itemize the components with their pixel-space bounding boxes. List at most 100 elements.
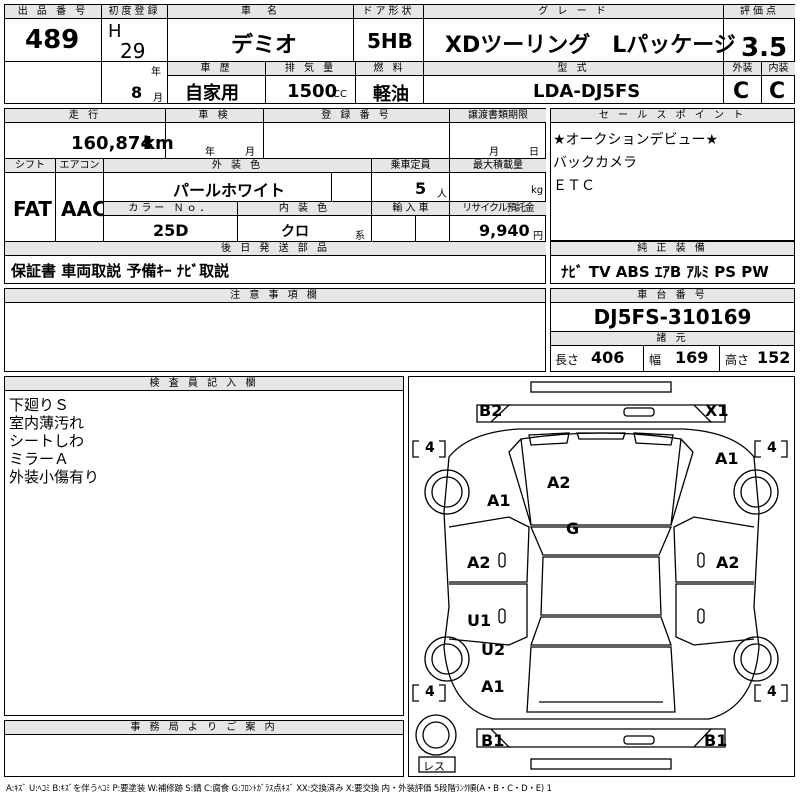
yen-unit: 円 <box>533 231 543 242</box>
exterior-header: 外装 <box>724 62 761 76</box>
model-value: LDA-DJ5FS <box>533 81 641 102</box>
month-unit: 月 <box>153 93 163 104</box>
inspection-header: 車 検 <box>166 109 263 123</box>
col-separator <box>355 62 356 103</box>
car-name: デミオ <box>231 33 298 58</box>
damage-legend: A:ｷｽﾞ U:ﾍｺﾐ B:ｷｽﾞを伴うﾍｺﾐ P:要塗装 W:補修跡 S:錆 … <box>6 784 552 794</box>
transfer-month: 月 <box>489 147 499 158</box>
capacity-header: 乗車定員 <box>372 159 449 173</box>
mark-right-front-door: A2 <box>716 553 740 572</box>
import-header: 輸 入 車 <box>372 202 449 216</box>
specs-header: 諸 元 <box>551 331 794 346</box>
sales-points-header: セ ー ル ス ポ イ ン ト <box>551 109 794 123</box>
height-label: 高さ <box>725 353 750 367</box>
transfer-day: 日 <box>529 147 539 158</box>
interior-grade: C <box>769 79 786 104</box>
mark-left-rear: A1 <box>481 677 505 696</box>
col-separator <box>449 109 450 159</box>
cc-unit: CC <box>333 89 347 100</box>
sales-points-box: セ ー ル ス ポ イ ン ト ★オークションデビュー★ バックカメラ ＥＴＣ <box>550 108 795 241</box>
col-separator <box>167 62 168 103</box>
row-separator <box>103 201 545 202</box>
history-header: 車 歴 <box>168 62 265 76</box>
grade-header: グ レ ー ド <box>424 5 723 19</box>
tire-rear-left: 4 <box>425 684 435 700</box>
later-parts-header: 後 日 発 送 部 品 <box>5 242 546 256</box>
model-header: 型 式 <box>424 62 723 76</box>
displacement-value: 1500 <box>287 81 338 102</box>
fuel-value: 軽油 <box>373 84 409 105</box>
width-value: 169 <box>675 348 709 367</box>
aircon-value: AAC <box>61 197 107 221</box>
office-box: 事 務 局 よ り ご 案 内 <box>4 720 404 777</box>
col-separator <box>723 5 724 103</box>
mark-left-quarter: U2 <box>481 640 506 659</box>
max-load-header: 最大積載量 <box>450 159 546 173</box>
mileage-header: 走 行 <box>5 109 165 123</box>
inspector-header: 検 査 員 記 入 欄 <box>5 377 403 391</box>
recycle-header: リサイクル預託金 <box>450 202 546 216</box>
col-separator <box>167 5 168 62</box>
height-value: 152 <box>757 348 791 367</box>
reg-no-header: 登 録 番 号 <box>264 109 449 123</box>
color-no-header: カラー Ｎｏ． <box>104 202 237 216</box>
mark-left-front-door: A2 <box>467 553 491 572</box>
col-separator <box>263 109 264 159</box>
mark-rear-right: B1 <box>704 731 728 750</box>
mark-roof: G <box>566 519 580 538</box>
inspector-note: 外装小傷有り <box>9 468 100 486</box>
sales-point-item: ＥＴＣ <box>553 178 595 194</box>
exterior-grade: C <box>733 79 750 104</box>
int-suffix: 系 <box>355 231 365 242</box>
shift-header: シフト <box>5 159 55 173</box>
inspection-year: 年 <box>205 147 215 158</box>
mark-rear-left: B1 <box>481 731 505 750</box>
length-value: 406 <box>591 348 625 367</box>
score-value: 3.5 <box>741 33 788 63</box>
kg-unit: kg <box>531 185 544 196</box>
mileage-unit: km <box>143 133 174 154</box>
tire-front-left: 4 <box>425 440 435 456</box>
notes-box: 注 意 事 項 欄 <box>4 288 546 372</box>
tire-rear-right: 4 <box>767 684 777 700</box>
col-separator <box>237 201 238 242</box>
grade-value: XDツーリング Lパッケージ <box>445 33 736 58</box>
mark-left-rear-door: U1 <box>467 611 492 630</box>
length-label: 長さ <box>555 353 580 367</box>
lot-number: 489 <box>25 25 80 55</box>
col-separator <box>719 345 720 372</box>
mark-front-bumper: B2 <box>479 401 503 420</box>
width-label: 幅 <box>649 353 662 367</box>
door-header: ドア形状 <box>354 5 423 19</box>
row-separator <box>102 61 794 62</box>
recycle-value: 9,940 <box>479 221 530 240</box>
genuine-header: 純 正 装 備 <box>551 242 794 256</box>
row-separator <box>5 61 102 62</box>
col-separator <box>331 171 332 201</box>
inspector-box: 検 査 員 記 入 欄 下廻りＳ 室内薄汚れ シートしわ ミラーＡ 外装小傷有り <box>4 376 404 716</box>
details-box: 走 行 車 検 登 録 番 号 譲渡書類期限 160,874 km 年 月 月 … <box>4 108 546 284</box>
col-separator <box>101 5 102 103</box>
door-type: 5HB <box>367 29 413 53</box>
notes-header: 注 意 事 項 欄 <box>5 289 545 303</box>
lot-no-header: 出 品 番 号 <box>5 5 101 19</box>
chassis-box: 車 台 番 号 DJ5FS-310169 諸 元 長さ 406 幅 169 高さ… <box>550 288 795 372</box>
aircon-header: エアコン <box>56 159 103 173</box>
interior-header: 内装 <box>762 62 795 76</box>
mark-fr-fender: A1 <box>715 449 739 468</box>
col-separator <box>643 345 644 372</box>
reg-year: 29 <box>120 39 146 63</box>
tire-front-right: 4 <box>767 440 777 456</box>
inspector-note: 下廻りＳ <box>9 396 70 414</box>
office-header: 事 務 局 よ り ご 案 内 <box>5 721 403 735</box>
mark-fl-fender: A1 <box>487 491 511 510</box>
reg-month: 8 <box>131 83 143 102</box>
genuine-value: ﾅﾋﾞ TV ABS ｴｱB ｱﾙﾐ PS PW <box>561 263 769 281</box>
inspector-note: シートしわ <box>9 432 85 450</box>
col-separator <box>55 158 56 242</box>
col-separator <box>265 62 266 103</box>
chassis-number: DJ5FS-310169 <box>593 305 752 329</box>
mark-front-right: X1 <box>705 401 729 420</box>
score-header: 評価点 <box>724 5 795 19</box>
ext-color-header: 外 装 色 <box>104 159 371 173</box>
